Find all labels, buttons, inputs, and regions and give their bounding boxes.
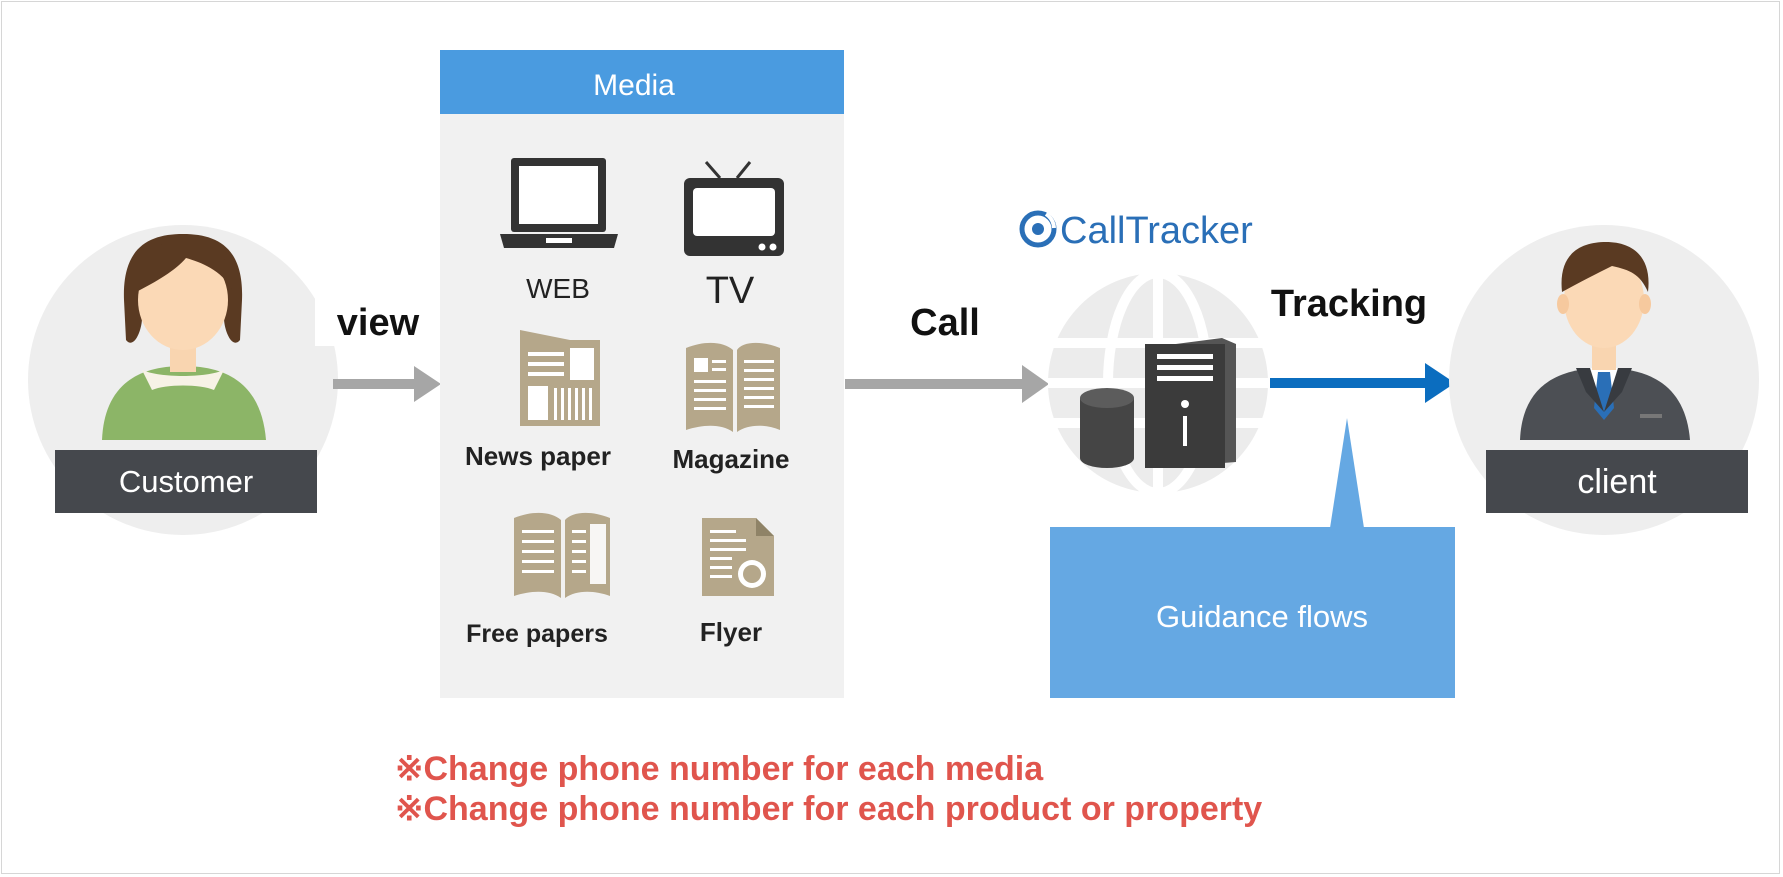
media-item-label: Magazine — [672, 444, 789, 474]
call-arrow: Call — [845, 302, 1049, 403]
guidance-box — [1050, 527, 1455, 698]
notes: ※Change phone number for each media ※Cha… — [395, 750, 1262, 828]
magazine-icon — [686, 342, 780, 432]
customer-group: Customer — [28, 225, 338, 535]
media-item-label: Free papers — [466, 620, 608, 648]
laptop-icon — [500, 158, 618, 248]
call-label: Call — [910, 302, 980, 344]
media-item-label: TV — [706, 270, 755, 312]
note-line: ※Change phone number for each product or… — [395, 790, 1262, 828]
woman-avatar-icon — [102, 234, 266, 440]
guidance-label: Guidance flows — [1156, 599, 1368, 634]
calltracker-group: CallTracker — [1019, 210, 1268, 498]
view-label: view — [337, 302, 420, 344]
flyer-icon — [702, 518, 774, 596]
media-item-label: Flyer — [700, 617, 762, 647]
media-header-label: Media — [593, 69, 675, 102]
tracking-label: Tracking — [1271, 283, 1427, 325]
tv-icon — [684, 161, 784, 256]
media-panel-bg — [440, 50, 844, 698]
guidance-callout: Guidance flows — [1050, 418, 1455, 698]
server-globe-icon — [1048, 268, 1268, 498]
client-label-box — [1486, 450, 1748, 513]
media-item-label: News paper — [465, 441, 611, 471]
media-panel: Media WEB TV — [440, 50, 844, 698]
customer-label: Customer — [119, 464, 253, 499]
businessman-avatar-icon — [1520, 242, 1690, 440]
media-item-label: WEB — [526, 273, 590, 304]
newspaper-icon — [520, 330, 600, 426]
calltracker-logo-text: CallTracker — [1060, 210, 1253, 252]
free-paper-icon — [514, 512, 610, 598]
client-label: client — [1577, 463, 1657, 501]
media-header — [440, 50, 844, 114]
view-arrow: view — [315, 290, 441, 402]
client-group: client — [1449, 225, 1759, 535]
tracking-arrow: Tracking — [1270, 283, 1455, 403]
note-line: ※Change phone number for each media — [395, 750, 1044, 788]
calltracker-logo-icon — [1019, 210, 1057, 248]
customer-label-box — [55, 450, 317, 513]
